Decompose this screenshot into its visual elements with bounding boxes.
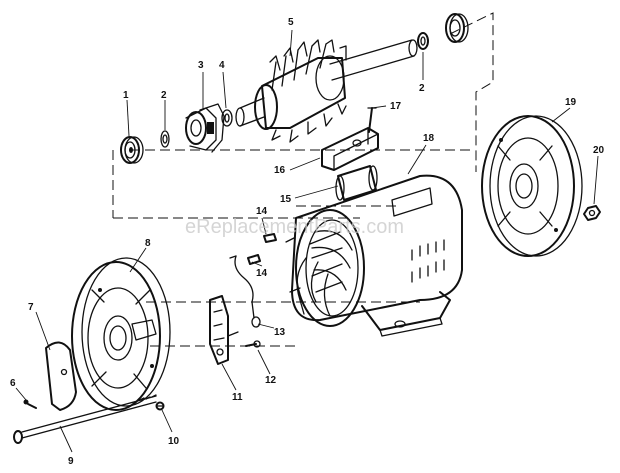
callout-2-left: 2	[161, 90, 167, 101]
callout-18: 18	[423, 133, 435, 144]
callout-4: 4	[219, 60, 225, 71]
callout-12: 12	[265, 375, 277, 386]
switch-part-11	[209, 295, 239, 365]
connector-part-14-upper	[263, 233, 277, 243]
callout-17: 17	[390, 101, 402, 112]
watermark: eReplacementParts.com	[185, 216, 404, 238]
callout-9: 9	[68, 456, 74, 467]
washer-part-2-right	[417, 32, 429, 50]
callout-numbers: 1 2 3 4 5 2 17 19 20 18 16 15 14 14 13 1…	[10, 17, 605, 467]
callout-8: 8	[145, 238, 151, 249]
assembly-guide-lines	[112, 12, 494, 347]
callout-7: 7	[28, 302, 34, 313]
connector-part-14-lower	[247, 254, 261, 265]
screw-part-10	[155, 401, 165, 411]
screw-part-17	[367, 107, 377, 133]
end-bell-part-8	[71, 257, 171, 411]
callout-14-upper: 14	[256, 206, 268, 217]
screw-part-6	[23, 399, 37, 409]
callout-11: 11	[232, 392, 243, 403]
bearing-right	[445, 13, 469, 43]
capacitor-cover-part-16	[321, 127, 379, 171]
screw-part-12	[245, 340, 261, 348]
callout-13: 13	[274, 327, 286, 338]
stator-housing-part-18	[285, 174, 463, 337]
washer-part-2-left	[160, 130, 170, 148]
end-bell-part-19	[481, 115, 583, 257]
callout-10: 10	[168, 436, 180, 447]
callout-15: 15	[280, 194, 292, 205]
nut-part-20	[583, 205, 601, 221]
callout-2-right: 2	[419, 83, 425, 94]
callout-1: 1	[123, 90, 129, 101]
callout-20: 20	[593, 145, 605, 156]
capacitor-part-15	[335, 165, 378, 201]
wire-lead-part-13	[229, 255, 261, 328]
callout-3: 3	[198, 60, 204, 71]
callout-14-lower: 14	[256, 268, 268, 279]
callout-16: 16	[274, 165, 286, 176]
cover-plate-part-7	[45, 341, 77, 411]
callout-leader-lines	[15, 29, 599, 453]
callout-19: 19	[565, 97, 577, 108]
centrifugal-switch-part-3	[185, 103, 225, 153]
snap-ring-part-4	[221, 109, 233, 127]
callout-6: 6	[10, 378, 16, 389]
bearing-part-1	[120, 136, 144, 164]
through-bolt-part-9	[13, 394, 157, 444]
rotor-shaft-part-5	[235, 39, 418, 143]
callout-5: 5	[288, 17, 294, 28]
